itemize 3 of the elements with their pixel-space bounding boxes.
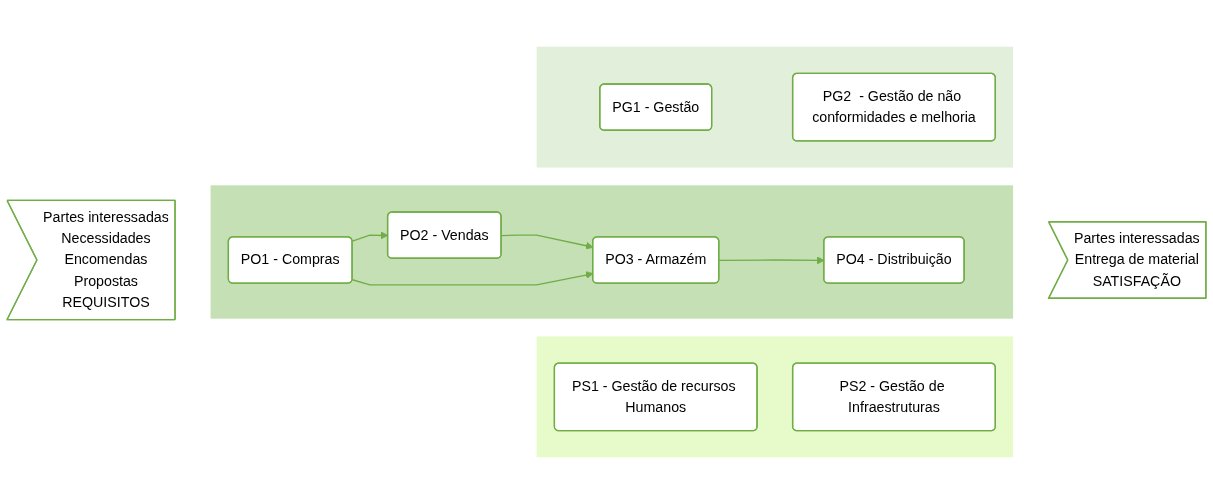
cluster bbox=[210, 185, 1014, 319]
cluster bbox=[536, 46, 1014, 168]
cluster bbox=[536, 336, 1014, 458]
